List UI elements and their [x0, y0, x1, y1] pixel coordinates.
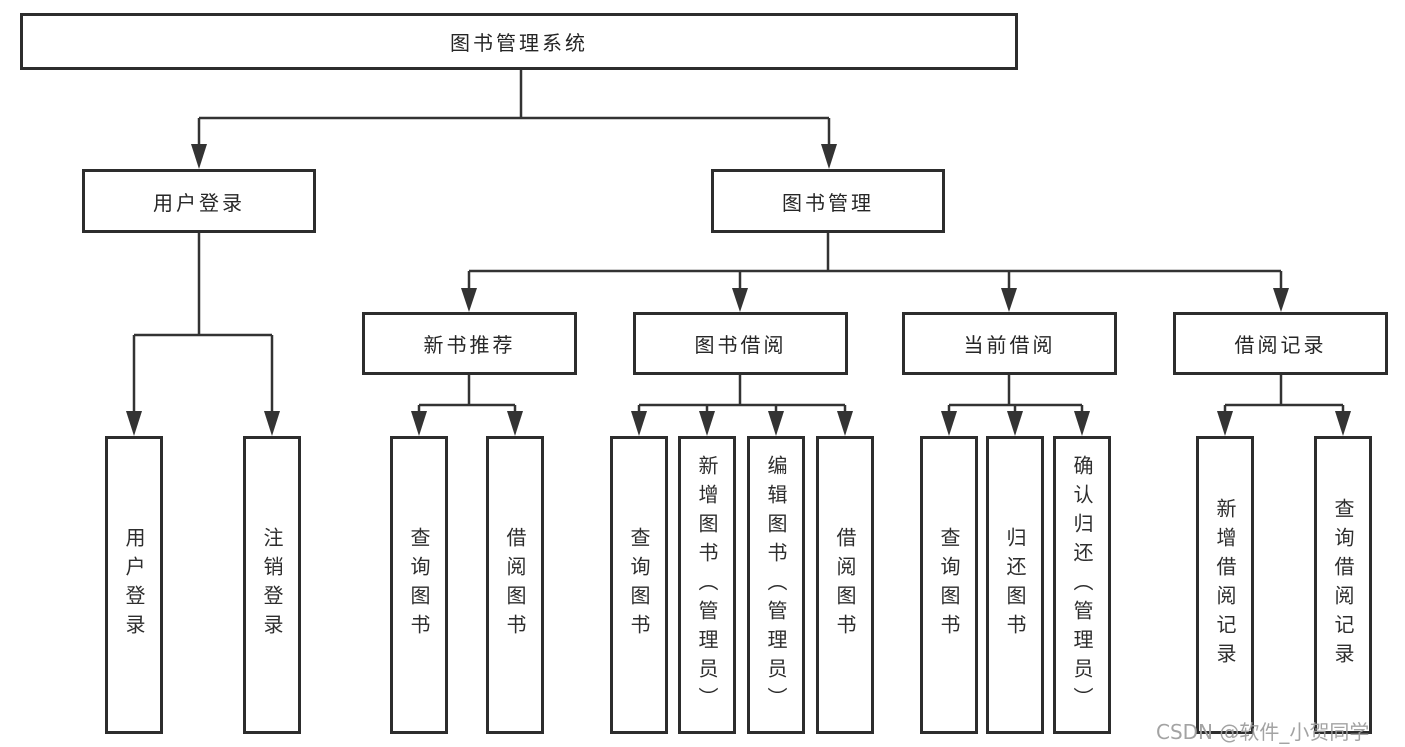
leaf-label-return-books: 归还图书: [1003, 527, 1027, 643]
node-label-new-book-recommend: 新书推荐: [423, 333, 516, 357]
arrowhead-leaf-c1: [631, 411, 647, 436]
node-new-book-recommend: 新书推荐: [362, 312, 577, 375]
arrowhead-borrow-record: [1273, 288, 1289, 312]
arrowhead-book-management: [821, 144, 837, 169]
arrowhead-leaf-d2: [1007, 411, 1023, 436]
arrowhead-leaf-b1: [411, 411, 427, 436]
leaf-return-books: 归还图书: [986, 436, 1044, 734]
leaf-logout: 注销登录: [243, 436, 301, 734]
node-label-root: 图书管理系统: [450, 31, 588, 55]
leaf-label-add-books-admin: 新增图书（管理员）: [695, 454, 719, 716]
arrowhead-user-login: [191, 144, 207, 169]
leaf-label-query-books-recommend: 查询图书: [407, 527, 431, 643]
arrowhead-new-book: [461, 288, 477, 312]
arrowhead-book-borrow: [732, 288, 748, 312]
arrowhead-leaf-login: [126, 411, 142, 436]
arrowhead-leaf-d3: [1074, 411, 1090, 436]
node-label-borrowing-records: 借阅记录: [1234, 333, 1327, 357]
node-label-book-management: 图书管理: [782, 190, 874, 215]
node-label-current-borrowing: 当前借阅: [963, 333, 1056, 357]
arrowhead-leaf-e1: [1217, 411, 1233, 436]
leaf-label-edit-books-admin: 编辑图书（管理员）: [764, 454, 788, 716]
leaf-label-borrow-books: 借阅图书: [833, 527, 857, 643]
node-label-book-borrowing: 图书借阅: [694, 333, 787, 357]
leaf-label-query-books-current: 查询图书: [937, 527, 961, 643]
leaf-borrow-books: 借阅图书: [816, 436, 874, 734]
leaf-label-user-login: 用户登录: [122, 527, 146, 643]
leaf-add-books-admin: 新增图书（管理员）: [678, 436, 736, 734]
arrowhead-leaf-d1: [941, 411, 957, 436]
connector-record-to-leaves: [1223, 375, 1345, 414]
connector-bookmgmt-to-level3: [467, 233, 1283, 292]
arrowhead-leaf-e2: [1335, 411, 1351, 436]
csdn-watermark: CSDN @软件_小贺同学: [1156, 720, 1370, 744]
leaf-label-add-borrow-record: 新增借阅记录: [1213, 498, 1237, 672]
leaf-label-query-books-borrow: 查询图书: [627, 527, 651, 643]
leaf-add-borrow-record: 新增借阅记录: [1196, 436, 1254, 734]
arrowhead-leaf-b2: [507, 411, 523, 436]
leaf-query-books-current: 查询图书: [920, 436, 978, 734]
leaf-query-books-borrow: 查询图书: [610, 436, 668, 734]
leaf-label-logout: 注销登录: [260, 527, 284, 643]
connector-current-to-leaves: [947, 375, 1084, 414]
arrowhead-leaf-c2: [699, 411, 715, 436]
node-label-user-login: 用户登录: [153, 190, 245, 215]
connector-borrow-to-leaves: [637, 375, 847, 414]
leaf-borrow-books-recommend: 借阅图书: [486, 436, 544, 734]
connector-root-to-level2: [197, 70, 831, 148]
leaf-query-borrow-record: 查询借阅记录: [1314, 436, 1372, 734]
leaf-confirm-return-admin: 确认归还（管理员）: [1053, 436, 1111, 734]
node-current-borrowing: 当前借阅: [902, 312, 1117, 375]
arrowhead-leaf-logout: [264, 411, 280, 436]
leaf-edit-books-admin: 编辑图书（管理员）: [747, 436, 805, 734]
leaf-user-login: 用户登录: [105, 436, 163, 734]
connector-newbook-to-leaves: [417, 375, 517, 414]
leaf-label-query-borrow-record: 查询借阅记录: [1331, 498, 1355, 672]
arrowhead-current-borrow: [1001, 288, 1017, 312]
leaf-label-borrow-books-recommend: 借阅图书: [503, 527, 527, 643]
connector-login-to-leaves: [132, 233, 274, 414]
leaf-label-confirm-return-admin: 确认归还（管理员）: [1070, 454, 1094, 716]
arrowhead-leaf-c3: [768, 411, 784, 436]
node-library-management-system: 图书管理系统: [20, 13, 1018, 70]
node-user-login: 用户登录: [82, 169, 316, 233]
node-borrowing-records: 借阅记录: [1173, 312, 1388, 375]
leaf-query-books-recommend: 查询图书: [390, 436, 448, 734]
node-book-management: 图书管理: [711, 169, 945, 233]
node-book-borrowing: 图书借阅: [633, 312, 848, 375]
arrowhead-leaf-c4: [837, 411, 853, 436]
